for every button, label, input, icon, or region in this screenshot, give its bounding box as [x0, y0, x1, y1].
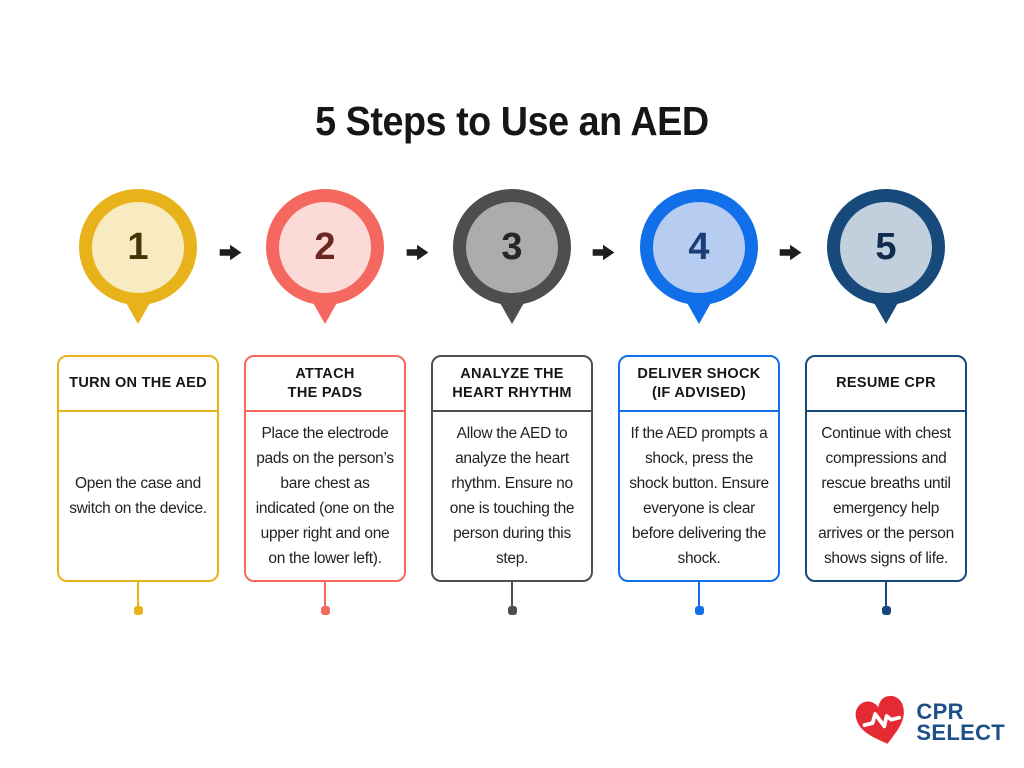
card-connector-3 — [431, 582, 593, 615]
card-body-text: Open the case and switch on the device. — [69, 475, 207, 517]
step-pin-4: 4 — [618, 189, 780, 324]
connector-dot — [694, 606, 704, 615]
step-pin-1: 1 — [57, 189, 219, 324]
connector-dot — [881, 606, 891, 615]
connector-line — [136, 582, 140, 606]
step-number: 1 — [92, 201, 184, 293]
card-connector-1 — [57, 582, 219, 615]
connector-line — [884, 582, 888, 606]
step-number: 2 — [279, 201, 371, 293]
card-heading: RESUME CPR — [807, 357, 965, 412]
pin-tip — [873, 301, 899, 324]
card-heading: TURN ON THE AED — [59, 357, 217, 412]
card-body-text: If the AED prompts a shock, press the sh… — [629, 425, 769, 567]
step-pin-3: 3 — [431, 189, 593, 324]
connector-dot — [507, 606, 517, 615]
connector-line — [323, 582, 327, 606]
steps-row: 1 2 3 4 5 — [57, 189, 967, 324]
pin-tip — [125, 301, 151, 324]
connectors-row — [57, 582, 967, 615]
step-pin-5: 5 — [805, 189, 967, 324]
card-connector-4 — [618, 582, 780, 615]
page-title: 5 Steps to Use an AED — [0, 98, 1024, 145]
card-body-text: Continue with chest compressions and res… — [818, 425, 954, 567]
logo-text-select: SELECT — [916, 720, 1005, 745]
card-heading: ANALYZE THE HEART RHYTHM — [433, 357, 591, 412]
connector-line — [697, 582, 701, 606]
step-pin-ring: 3 — [453, 189, 571, 305]
card-connector-2 — [244, 582, 406, 615]
connector-line — [510, 582, 514, 606]
step-card-2: ATTACH THE PADS Place the electrode pads… — [244, 355, 406, 582]
step-number: 4 — [653, 201, 745, 293]
arrow-right-icon — [406, 244, 429, 261]
connector-dot — [320, 606, 330, 615]
connector-dot — [133, 606, 143, 615]
brand-logo: CPR SELECT — [855, 695, 1005, 748]
card-heading: ATTACH THE PADS — [246, 357, 404, 412]
logo-text: CPR SELECT — [916, 699, 1005, 745]
step-pin-ring: 5 — [827, 189, 945, 305]
step-pin-ring: 4 — [640, 189, 758, 305]
pin-tip — [686, 301, 712, 324]
cards-row: TURN ON THE AED Open the case and switch… — [57, 355, 967, 582]
step-pin-ring: 2 — [266, 189, 384, 305]
heart-ekg-icon — [856, 695, 905, 744]
pin-tip — [312, 301, 338, 324]
card-heading: DELIVER SHOCK (IF ADVISED) — [620, 357, 778, 412]
logo-text-cpr: CPR — [916, 699, 964, 724]
step-pin-2: 2 — [244, 189, 406, 324]
arrow-right-icon — [219, 244, 242, 261]
arrow-right-icon — [592, 244, 615, 261]
step-number: 3 — [466, 201, 558, 293]
step-card-5: RESUME CPR Continue with chest compressi… — [805, 355, 967, 582]
card-body-text: Allow the AED to analyze the heart rhyth… — [449, 425, 575, 567]
page-title-text: 5 Steps to Use an AED — [315, 98, 709, 144]
step-card-3: ANALYZE THE HEART RHYTHM Allow the AED t… — [431, 355, 593, 582]
card-connector-5 — [805, 582, 967, 615]
pin-tip — [499, 301, 525, 324]
step-card-4: DELIVER SHOCK (IF ADVISED) If the AED pr… — [618, 355, 780, 582]
card-body-text: Place the electrode pads on the person’s… — [255, 425, 395, 567]
arrow-right-icon — [779, 244, 802, 261]
step-number: 5 — [840, 201, 932, 293]
step-card-1: TURN ON THE AED Open the case and switch… — [57, 355, 219, 582]
step-pin-ring: 1 — [79, 189, 197, 305]
